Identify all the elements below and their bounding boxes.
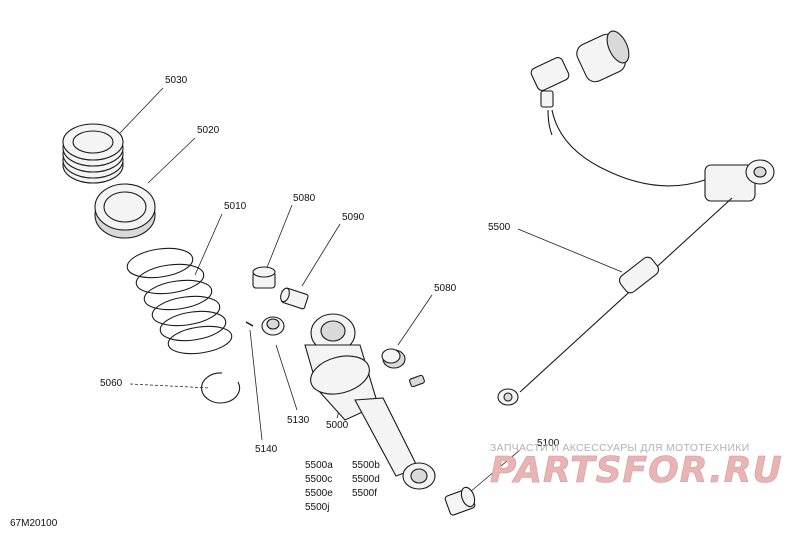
callout-5100: 5100 — [537, 438, 560, 449]
callout-5090: 5090 — [342, 212, 365, 223]
variant-label: 5500j — [305, 502, 330, 513]
part-5020-collar — [94, 183, 156, 239]
part-5100-bushing — [444, 486, 476, 516]
callout-5020: 5020 — [197, 125, 220, 136]
watermark-tagline: ЗАПЧАСТИ И АКСЕССУАРЫ ДЛЯ МОТОТЕХНИКИ — [490, 442, 750, 454]
callout-5030: 5030 — [165, 75, 188, 86]
part-5090-sleeve — [280, 287, 309, 310]
part-5500-remote-adjuster — [497, 30, 775, 406]
callout-5000: 5000 — [326, 420, 349, 431]
leader-lines — [119, 87, 623, 493]
watermark-logo: PARTSFOR.RU — [490, 450, 783, 492]
part-5140-pin — [245, 321, 254, 327]
part-5010-coil-spring — [126, 247, 233, 355]
callout-5500: 5500 — [488, 222, 511, 233]
part-5130-adjuster-knob — [261, 316, 285, 336]
variant-label: 5500b — [352, 460, 380, 471]
figure-code: 67M20100 — [10, 518, 58, 529]
callout-5080-upper: 5080 — [293, 193, 316, 204]
callout-5060: 5060 — [100, 378, 123, 389]
part-5030-spring-retainer — [62, 123, 124, 184]
callout-5010: 5010 — [224, 201, 247, 212]
part-5080-bushing-upper — [252, 266, 276, 289]
variant-label: 5500d — [352, 474, 380, 485]
callout-5080-lower: 5080 — [434, 283, 457, 294]
callout-5130: 5130 — [287, 415, 310, 426]
variant-label: 5500c — [305, 474, 333, 485]
callout-5140: 5140 — [255, 444, 278, 455]
variant-label: 5500a — [305, 460, 333, 471]
svg-text:PARTSFOR.RU: PARTSFOR.RU — [490, 450, 783, 491]
part-5060-circlip — [201, 372, 241, 404]
variant-label: 5500f — [352, 488, 378, 499]
variant-label: 5500e — [305, 488, 333, 499]
part-5000-shock-absorber — [304, 313, 436, 490]
part-5080-bushing-lower — [381, 348, 406, 369]
